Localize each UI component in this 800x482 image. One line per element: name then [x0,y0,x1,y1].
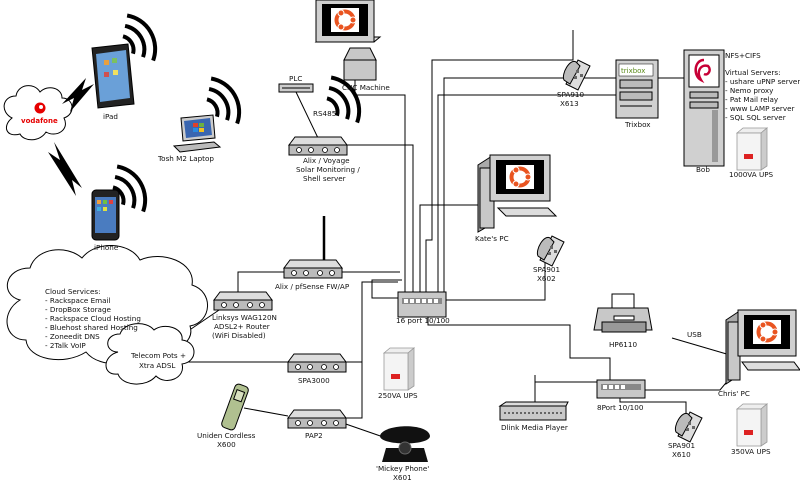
linksys-label-1: Linksys WAG120N [212,313,277,322]
trixbox-server-icon: trixbox [615,59,659,119]
kates-pc-label: Kate's PC [475,234,509,243]
ipad-icon [91,43,135,109]
trixbox-logo: trixbox [621,67,645,75]
alix-pfsense-label: Alix / pfSense FW/AP [275,282,350,291]
switch8-label: 8Port 10/100 [597,403,644,412]
dlink-media-player-icon [498,401,569,421]
plc-label: PLC [289,74,302,83]
alix-voyage-label-1: Alix / Voyage [303,156,350,165]
alix-voyage-label-2: Solar Monitoring / [296,165,360,174]
svg-text:- DropBox Storage: - DropBox Storage [45,305,112,314]
uniden-label-1: Uniden Cordless [197,431,256,440]
hp6110-printer-icon [593,293,653,333]
spa901a-label-1: SPA901 [533,265,560,274]
spa901-x610-phone-icon [674,411,703,443]
wireless-link-bolts [48,78,94,196]
alix-pfsense-router-icon [283,259,343,279]
svg-text:- Nemo proxy: - Nemo proxy [725,86,774,95]
spa3000-label: SPA3000 [298,376,330,385]
switch16-label: 16 port 10/100 [396,316,450,325]
mickey-label-1: 'Mickey Phone' [376,464,429,473]
laptop-label: Tosh M2 Laptop [157,154,214,163]
switch-8-port-icon [596,379,646,399]
rs485-label: RS485 [313,109,336,118]
ups250-label: 250VA UPS [378,391,418,400]
laptop-icon [172,114,222,153]
ups1000-label: 1000VA UPS [729,170,774,179]
svg-text:- Bluehost shared Hosting: - Bluehost shared Hosting [45,323,138,332]
cloud-services-text: Cloud Services: - Rackspace Email - Drop… [45,287,141,350]
dlink-label: Dlink Media Player [501,423,568,432]
alix-voyage-router-icon [288,136,348,156]
bob-server-icon [683,49,725,167]
svg-text:- Rackspace Cloud Hosting: - Rackspace Cloud Hosting [45,314,141,323]
pap2-label: PAP2 [305,431,323,440]
svg-text:Virtual Servers:: Virtual Servers: [725,68,781,77]
spa910-label-1: SPA910 [557,90,584,99]
svg-text:- Pat Mail relay: - Pat Mail relay [725,95,779,104]
pap2-router-icon [287,409,347,429]
linksys-label-2: ADSL2+ Router [214,322,270,331]
vodafone-cloud: vodafone [3,85,73,141]
spa910-label-2: X613 [560,99,579,108]
trixbox-label: Trixbox [624,120,651,129]
cnc-machine-icon [314,0,382,81]
mickey-phone-icon [380,426,430,462]
spa3000-router-icon [287,353,347,373]
ups-1000va-icon [736,127,768,171]
uniden-label-2: X600 [217,440,236,449]
usb-label: USB [687,330,702,339]
bob-label: Bob [696,165,710,174]
ipad-label: iPad [103,112,118,121]
iphone-label: iPhone [94,243,119,252]
bob-services-text: NFS+CIFS Virtual Servers: - ushare uPNP … [725,51,800,122]
spa901-x602-phone-icon [536,235,565,267]
ups-250va-icon [383,347,415,391]
svg-text:- Zoneedit DNS: - Zoneedit DNS [45,332,100,341]
alix-voyage-label-3: Shell server [303,174,346,183]
spa910-phone-icon [562,59,591,91]
svg-text:- www LAMP server: - www LAMP server [725,104,795,113]
vodafone-logo-text: vodafone [21,117,58,125]
switch-16-port-icon [397,291,447,318]
hp6110-label: HP6110 [609,340,637,349]
plc-icon [278,83,314,93]
cnc-label: CNC Machine [342,83,390,92]
svg-text:NFS+CIFS: NFS+CIFS [725,51,761,60]
linksys-label-3: (WiFi Disabled) [212,331,266,340]
spa901b-label-2: X610 [672,450,691,459]
svg-text:- SQL SQL server: - SQL SQL server [725,113,786,122]
spa901a-label-2: X602 [537,274,556,283]
svg-text:Cloud Services:: Cloud Services: [45,287,101,296]
iphone-icon [91,189,120,241]
telecom-cloud [105,323,195,385]
ups-350va-icon [736,403,768,447]
svg-text:- Rackspace Email: - Rackspace Email [45,296,111,305]
svg-text:- 2Talk VoIP: - 2Talk VoIP [45,341,86,350]
spa901b-label-1: SPA901 [668,441,695,450]
svg-text:- ushare uPNP server: - ushare uPNP server [725,77,800,86]
connection-lines [159,30,731,441]
kates-pc-icon [477,154,558,233]
telecom-label-2: Xtra ADSL [139,361,175,370]
chris-pc-icon [725,309,800,385]
linksys-router-icon [213,291,273,311]
uniden-cordless-phone-icon [221,383,249,431]
ups350-label: 350VA UPS [731,447,771,456]
telecom-label-1: Telecom Pots + [130,351,186,360]
mickey-label-2: X601 [393,473,412,482]
chris-pc-label: Chris' PC [718,389,750,398]
